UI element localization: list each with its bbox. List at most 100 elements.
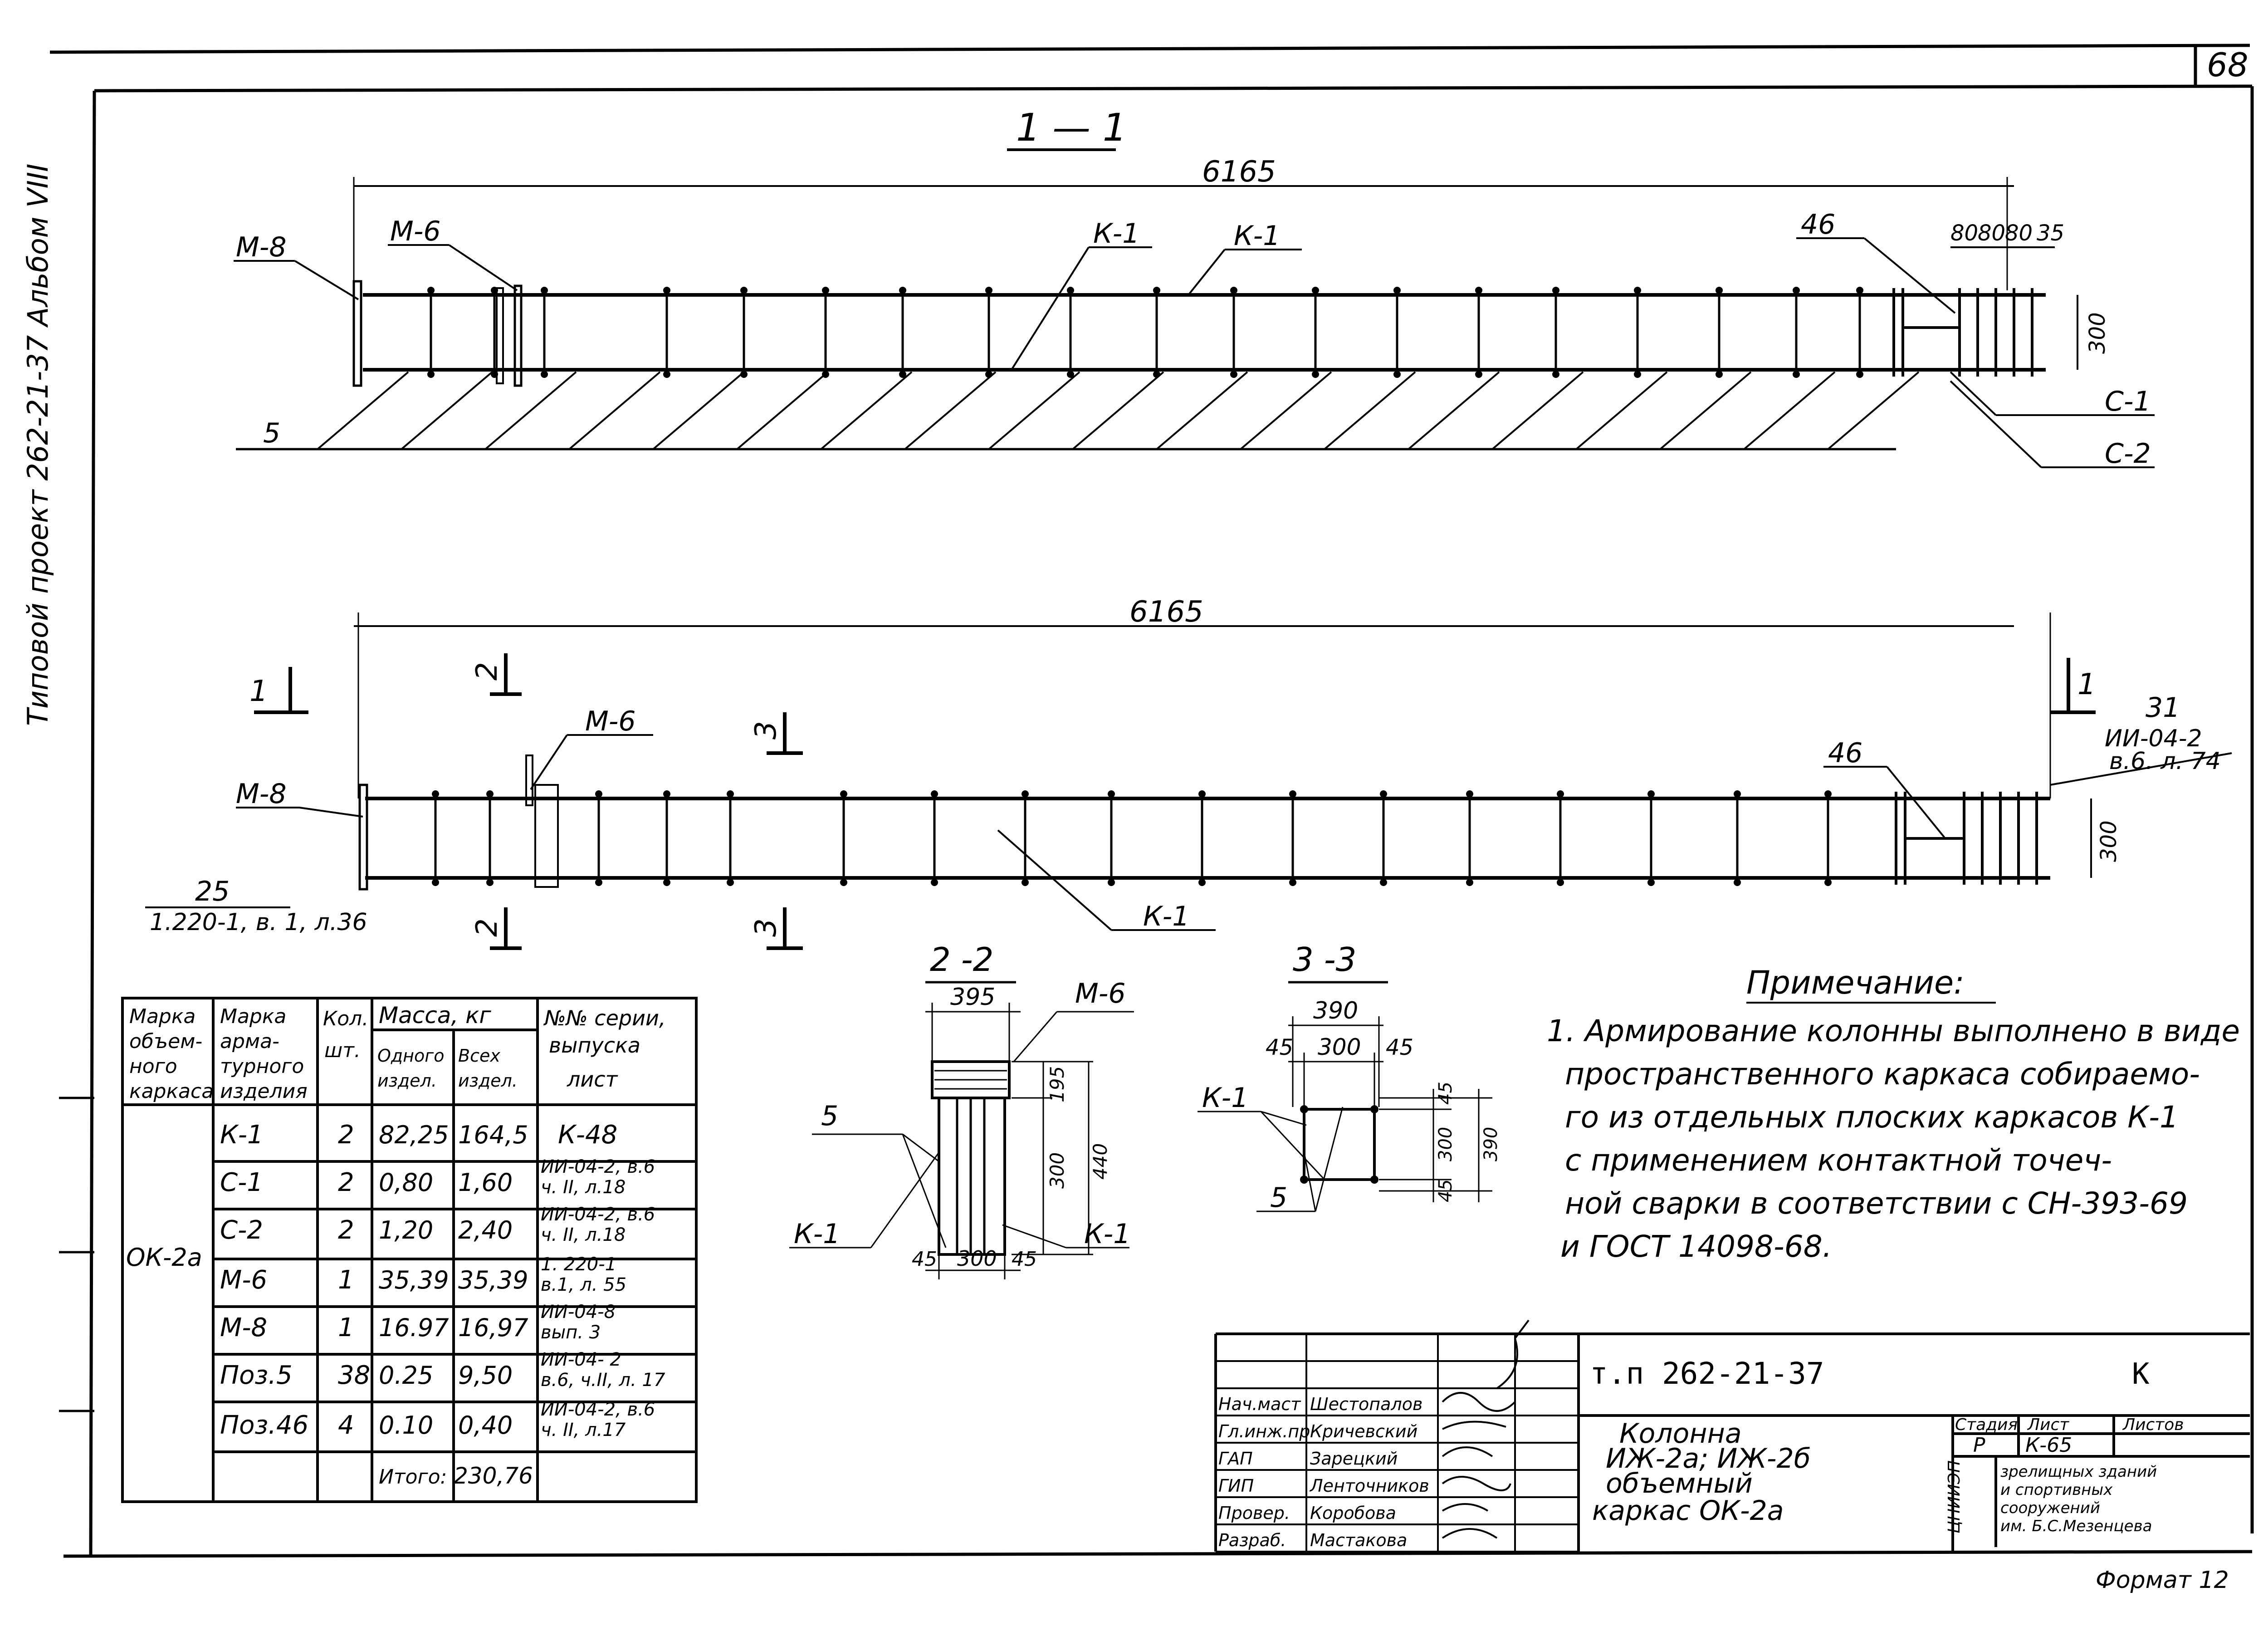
th-col4: Масса, кг bbox=[379, 1002, 491, 1029]
signature-name: Шестопалов bbox=[1310, 1394, 1422, 1414]
weld-point bbox=[1289, 879, 1296, 886]
th-col4a-a: Одного bbox=[377, 1046, 445, 1066]
weld-point bbox=[486, 879, 494, 886]
weld-point bbox=[1466, 790, 1473, 798]
hatch-line bbox=[1324, 371, 1416, 450]
weld-point bbox=[1393, 371, 1401, 378]
tb-title-2: ИЖ-2а; ИЖ-2б bbox=[1606, 1443, 1811, 1474]
tb-stage-hdr: Стадия bbox=[1955, 1416, 2018, 1434]
plan-label-m8: М-8 bbox=[236, 778, 287, 810]
row-qty: 2 bbox=[338, 1215, 354, 1245]
cut-1-right: 1 bbox=[2077, 668, 2096, 701]
th-col5-c: лист bbox=[567, 1067, 618, 1092]
s2-dim-45r: 45 bbox=[1012, 1248, 1037, 1271]
specification-table: Марка объем- ного каркаса Марка арма- ту… bbox=[121, 997, 698, 1503]
margin-ticks bbox=[59, 1097, 94, 1412]
hatch-line bbox=[1743, 371, 1836, 450]
hatch-line bbox=[1072, 371, 1164, 450]
plan-label-31: 31 bbox=[2146, 692, 2180, 724]
signature-name: Ленточников bbox=[1309, 1476, 1429, 1496]
plan-label-25: 25 bbox=[195, 876, 230, 907]
hatch-line bbox=[317, 371, 409, 450]
th-col2-d: изделия bbox=[220, 1080, 308, 1103]
s3-dim-v45b: 45 bbox=[1435, 1179, 1456, 1202]
s1-dim-300: 300 bbox=[2085, 312, 2110, 354]
signature-name: Мастакова bbox=[1310, 1530, 1407, 1550]
s2-dim-395: 395 bbox=[950, 984, 995, 1011]
row-ref: в.1, л. 55 bbox=[541, 1274, 626, 1295]
row-ref: ИИ-04-2, в.6 bbox=[541, 1399, 655, 1420]
plan-label-k1: К-1 bbox=[1143, 901, 1189, 932]
weld-point bbox=[1793, 287, 1800, 294]
weld-point bbox=[931, 879, 938, 886]
row-mass-all: 9,50 bbox=[458, 1361, 513, 1390]
weld-point bbox=[427, 287, 435, 294]
s3-dim-45r: 45 bbox=[1386, 1035, 1413, 1060]
s3-label-5: 5 bbox=[1270, 1182, 1287, 1214]
tb-org-logo: ЦНИИЭП bbox=[1945, 1460, 1964, 1533]
s2-label-m6: М-6 bbox=[1075, 978, 1126, 1009]
table-group-mark: ОК-2а bbox=[126, 1243, 202, 1272]
s1-label-k1b: К-1 bbox=[1234, 220, 1280, 252]
row-ref: ч. II, л.18 bbox=[541, 1177, 626, 1198]
plan-view: 6165 М-8 М-6 К-1 46 25 bbox=[145, 595, 2232, 950]
row-ref: ч. II, л.18 bbox=[541, 1225, 626, 1245]
note-line-6: и ГОСТ 14098-68. bbox=[1560, 1229, 1832, 1264]
weld-point bbox=[1108, 879, 1115, 886]
plan-stirrups bbox=[432, 790, 1832, 886]
row-mass-one: 1,20 bbox=[379, 1216, 433, 1244]
weld-point bbox=[595, 790, 602, 798]
weld-point bbox=[1734, 790, 1741, 798]
weld-point bbox=[1380, 879, 1387, 886]
s1-label-c2: С-2 bbox=[2105, 438, 2151, 470]
row-mark: М-6 bbox=[220, 1265, 267, 1295]
th-col5-b: выпуска bbox=[549, 1033, 640, 1058]
s2-label-k1r: К-1 bbox=[1084, 1218, 1130, 1250]
th-col1-d: каркаса bbox=[129, 1080, 214, 1103]
s3-label-k1: К-1 bbox=[1202, 1082, 1248, 1114]
tb-stage-letter: К bbox=[2132, 1357, 2150, 1391]
note-line-2: пространственного каркаса собираемо- bbox=[1565, 1057, 2200, 1092]
s1-label-k1a: К-1 bbox=[1093, 218, 1139, 250]
weld-point bbox=[1380, 790, 1387, 798]
weld-point bbox=[1198, 790, 1206, 798]
hatch-line bbox=[1156, 371, 1248, 450]
weld-point bbox=[663, 371, 670, 378]
weld-point bbox=[432, 790, 439, 798]
weld-point bbox=[1793, 371, 1800, 378]
th-col1-c: ного bbox=[129, 1055, 177, 1078]
row-mark: К-1 bbox=[220, 1120, 264, 1150]
note-line-3: го из отдельных плоских каркасов К-1 bbox=[1565, 1100, 2179, 1135]
weld-point bbox=[931, 790, 938, 798]
weld-point bbox=[1230, 287, 1237, 294]
tb-project: т.п 262-21-37 bbox=[1590, 1356, 1824, 1391]
row-ref: ИИ-04-8 bbox=[541, 1302, 616, 1323]
row-qty: 1 bbox=[338, 1265, 354, 1295]
hatch-line bbox=[484, 371, 577, 450]
weld-point bbox=[899, 371, 906, 378]
tb-stage: Р bbox=[1973, 1434, 1985, 1457]
cut-3-bottom: 3 bbox=[749, 918, 783, 937]
hatch-line bbox=[652, 371, 745, 450]
cut-1-left: 1 bbox=[249, 675, 268, 708]
row-ref: К-48 bbox=[558, 1120, 617, 1150]
row-mass-all: 16,97 bbox=[458, 1313, 528, 1342]
weld-point bbox=[1856, 287, 1863, 294]
tb-org-2: и спортивных bbox=[2000, 1481, 2113, 1499]
weld-point bbox=[727, 790, 734, 798]
weld-point bbox=[1022, 879, 1029, 886]
signature-name: Кричевский bbox=[1310, 1421, 1418, 1441]
th-col1-b: объем- bbox=[129, 1030, 202, 1053]
note-line-1: 1. Армирование колонны выполнено в виде bbox=[1547, 1014, 2240, 1048]
section-3-3: 3 -3 390 300 45 45 45 300 390 45 К-1 5 bbox=[1198, 940, 1501, 1214]
sheet-number: 68 bbox=[2207, 46, 2248, 84]
weld-point bbox=[727, 879, 734, 886]
hatch-line bbox=[401, 371, 493, 450]
tb-title-4: каркас ОК-2а bbox=[1592, 1495, 1784, 1527]
s3-dim-390: 390 bbox=[1313, 997, 1358, 1024]
th-col4b-b: издел. bbox=[458, 1071, 518, 1091]
th-col1-a: Марка bbox=[129, 1005, 196, 1028]
weld-point bbox=[541, 287, 548, 294]
